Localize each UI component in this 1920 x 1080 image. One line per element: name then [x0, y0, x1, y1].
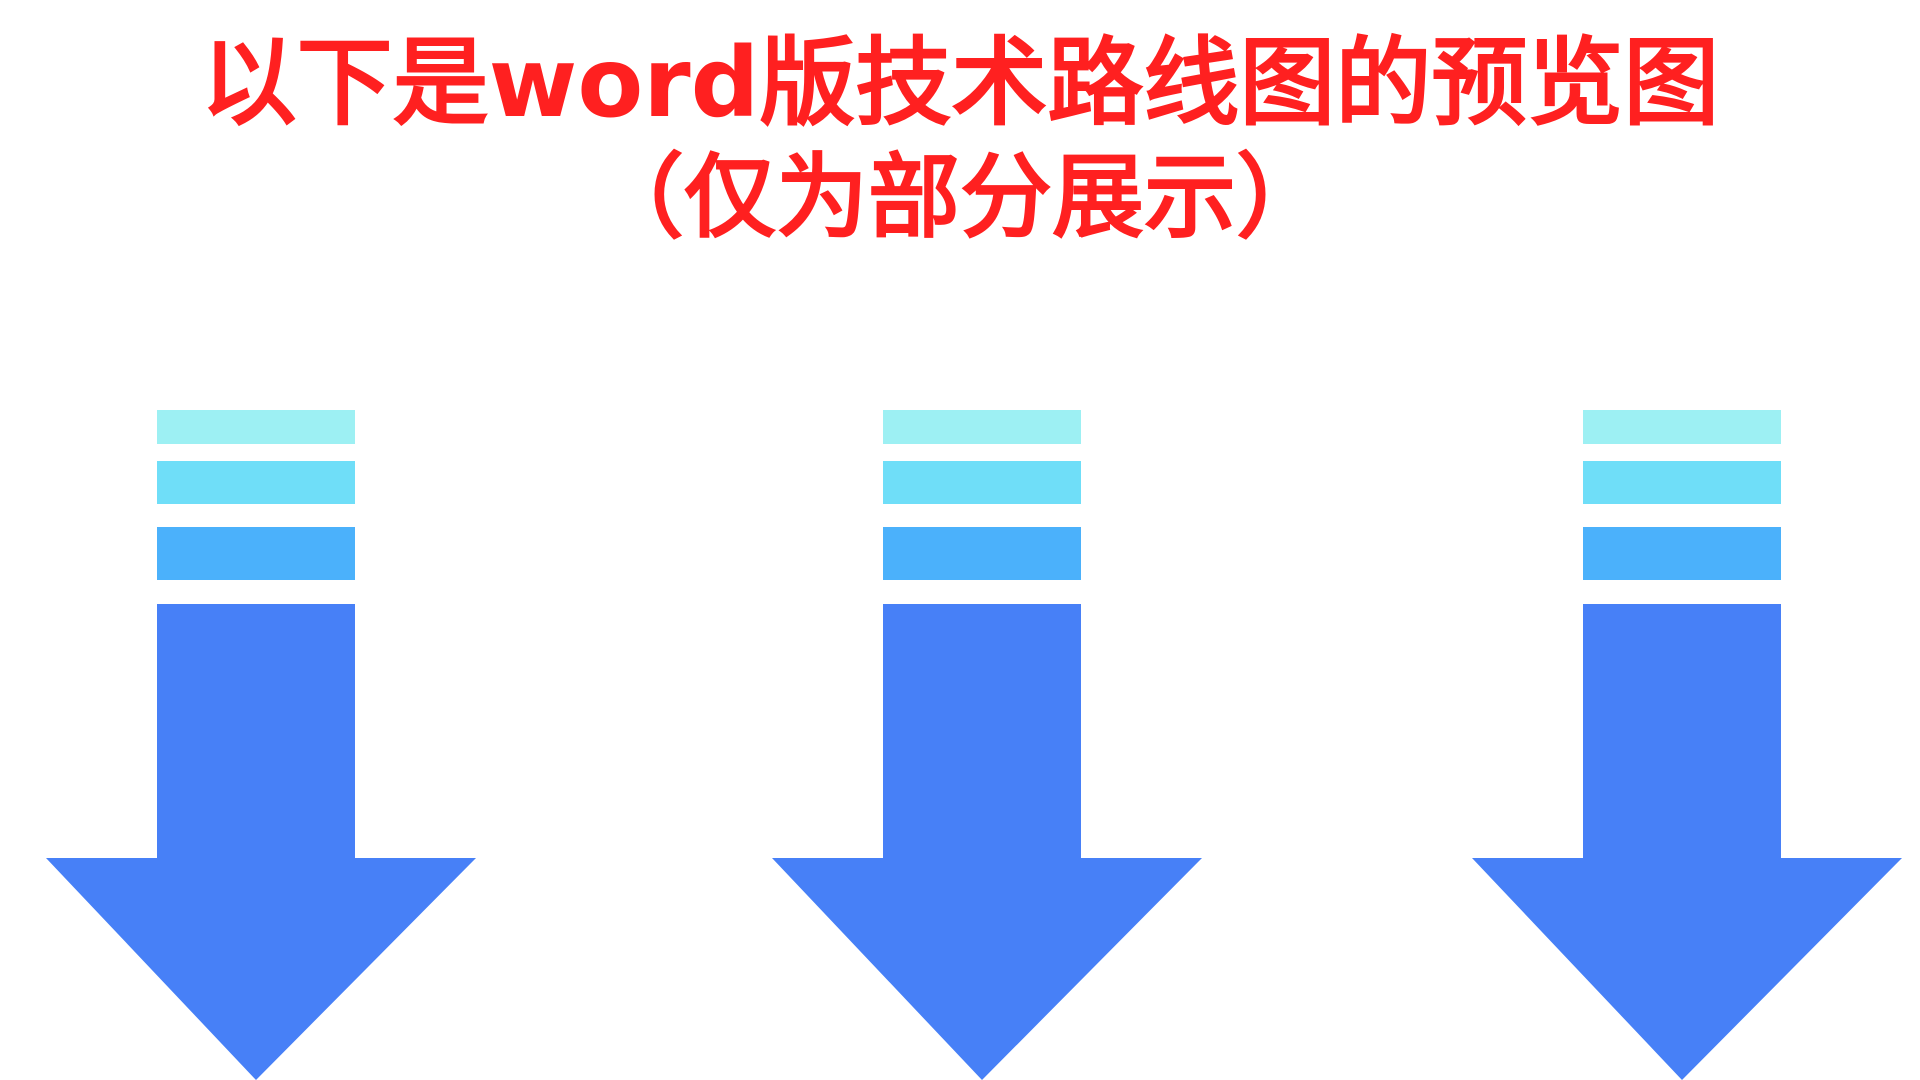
- down-arrow-icon-2: [772, 410, 1202, 1080]
- arrow-band-medium: [883, 461, 1081, 504]
- down-arrow-icon-3: [1472, 410, 1902, 1080]
- page-title-line-1: 以下是word版技术路线图的预览图: [200, 27, 1720, 139]
- arrow-body-and-head-2: [772, 604, 1202, 1080]
- arrow-band-medium: [157, 461, 355, 504]
- arrow-bands-1: [157, 410, 355, 604]
- page-title: 以下是word版技术路线图的预览图 （仅为部分展示）: [0, 24, 1920, 254]
- arrow-bands-2: [883, 410, 1081, 604]
- arrow-band-dark: [883, 527, 1081, 580]
- arrow-band-medium: [1583, 461, 1781, 504]
- arrow-band-light: [883, 410, 1081, 444]
- arrow-band-dark: [157, 527, 355, 580]
- arrow-band-light: [157, 410, 355, 444]
- arrow-body-and-head-3: [1472, 604, 1902, 1080]
- arrow-body-and-head-1: [46, 604, 476, 1080]
- arrow-bands-3: [1583, 410, 1781, 604]
- arrow-band-dark: [1583, 527, 1781, 580]
- arrow-band-light: [1583, 410, 1781, 444]
- down-arrow-icon-1: [46, 410, 476, 1080]
- page-title-line-2: （仅为部分展示）: [591, 144, 1328, 251]
